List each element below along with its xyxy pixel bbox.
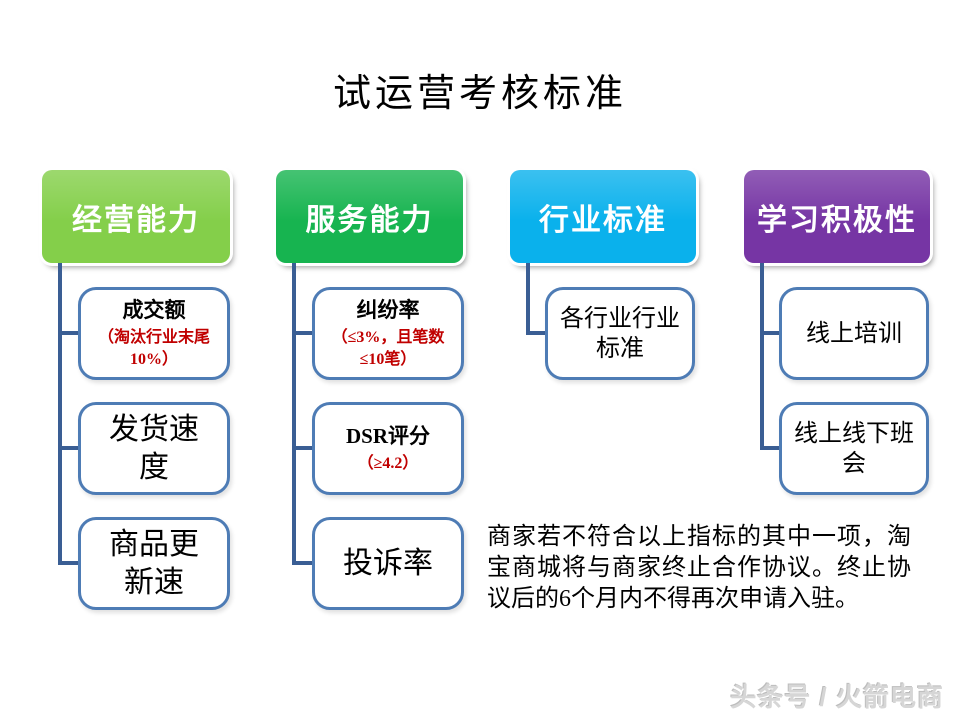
criteria-note: （≥4.2） xyxy=(357,454,419,472)
criteria-note: （≤3%，且笔数 ≤10笔） xyxy=(331,329,445,368)
criteria-label: 线上培训 xyxy=(806,320,902,347)
connector-line xyxy=(526,331,548,335)
criteria-label: 各行业行业 标准 xyxy=(560,305,680,362)
criteria-box-dispute-rate: 纠纷率 （≤3%，且笔数 ≤10笔） xyxy=(312,287,464,380)
connector-line xyxy=(760,446,782,450)
criteria-box-industry-standards: 各行业行业 标准 xyxy=(545,287,695,380)
termination-note: 商家若不符合以上指标的其中一项，淘宝商城将与商家终止合作协议。终止协议后的6个月… xyxy=(487,524,911,612)
category-box-operating-ability: 经营能力 xyxy=(42,170,230,263)
watermark: 头条号 / 火箭电商 xyxy=(730,682,944,712)
category-box-learning-enthusiasm: 学习积极性 xyxy=(744,170,930,263)
criteria-box-complaint-rate: 投诉率 xyxy=(312,517,464,610)
criteria-label: 商品更 新速 xyxy=(109,528,199,599)
connector-line xyxy=(526,263,530,335)
criteria-box-delivery-speed: 发货速 度 xyxy=(78,402,230,495)
connector-line xyxy=(760,263,764,450)
connector-line xyxy=(58,446,80,450)
connector-line xyxy=(58,331,80,335)
connector-line xyxy=(292,446,314,450)
criteria-box-online-offline-meeting: 线上线下班 会 xyxy=(779,402,929,495)
connector-line xyxy=(292,331,314,335)
category-box-industry-standard: 行业标准 xyxy=(510,170,696,263)
criteria-label: 发货速 度 xyxy=(109,413,199,484)
category-box-service-ability: 服务能力 xyxy=(276,170,463,263)
connector-line xyxy=(292,561,314,565)
connector-line xyxy=(58,263,62,565)
criteria-label: DSR评分 xyxy=(345,423,430,448)
connector-line xyxy=(292,263,296,565)
connector-line xyxy=(58,561,80,565)
criteria-note: （淘汰行业末尾10%） xyxy=(97,329,210,368)
page-title: 试运营考核标准 xyxy=(332,73,627,115)
criteria-box-turnover: 成交额 （淘汰行业末尾10%） xyxy=(78,287,230,380)
criteria-box-dsr-score: DSR评分 （≥4.2） xyxy=(312,402,464,495)
criteria-label: 投诉率 xyxy=(343,546,433,580)
criteria-box-product-update: 商品更 新速 xyxy=(78,517,230,610)
criteria-label: 成交额 xyxy=(122,297,186,322)
criteria-label: 线上线下班 会 xyxy=(794,420,914,477)
criteria-label: 纠纷率 xyxy=(356,297,420,322)
connector-line xyxy=(760,331,782,335)
criteria-box-online-training: 线上培训 xyxy=(779,287,929,380)
